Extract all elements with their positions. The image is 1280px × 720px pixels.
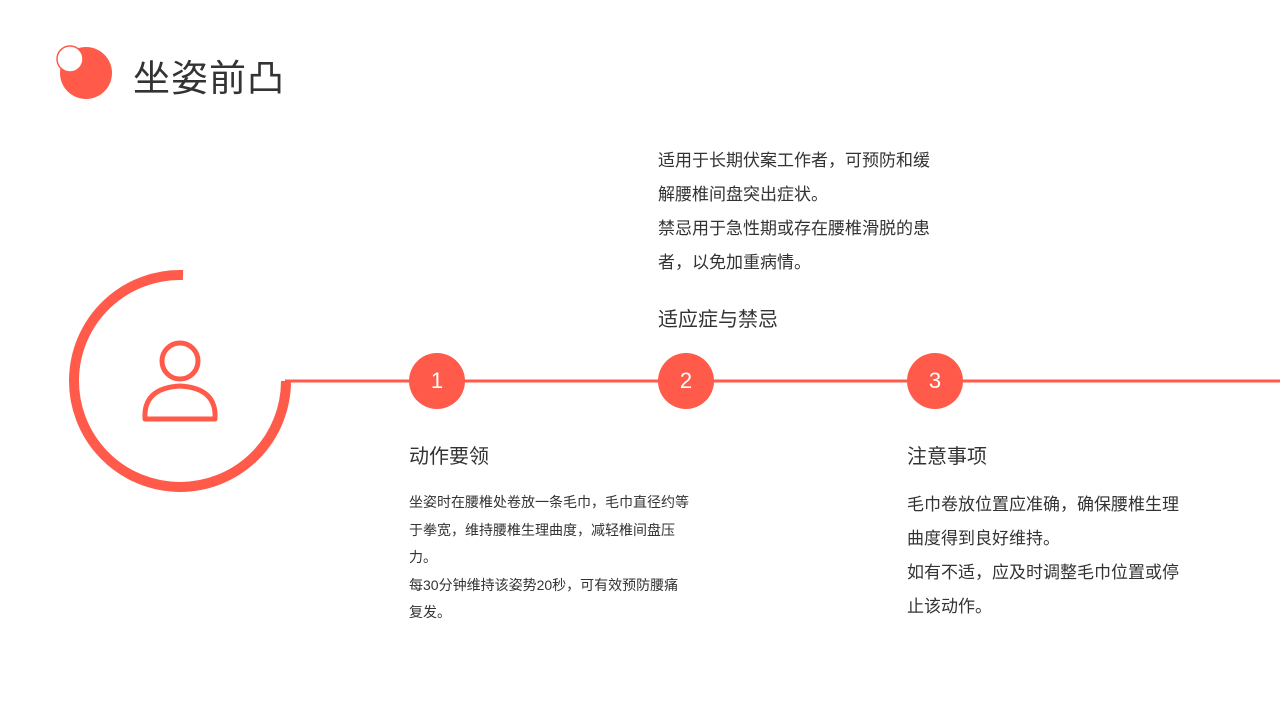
paragraph: 坐姿时在腰椎处卷放一条毛巾，毛巾直径约等于拳宽，维持腰椎生理曲度，减轻椎间盘压力…	[409, 494, 689, 565]
page-title: 坐姿前凸	[133, 58, 285, 99]
title-logo-icon	[56, 45, 112, 99]
step-2-title: 适应症与禁忌	[658, 309, 778, 331]
paragraph: 如有不适，应及时调整毛巾位置或停止该动作。	[907, 563, 1179, 616]
paragraph: 毛巾卷放位置应准确，确保腰椎生理曲度得到良好维持。	[907, 495, 1179, 548]
step-1-badge: 1	[409, 353, 465, 409]
step-1-title: 动作要领	[409, 446, 489, 468]
person-icon	[142, 340, 218, 422]
paragraph: 禁忌用于急性期或存在腰椎滑脱的患者，以免加重病情。	[658, 219, 930, 272]
paragraph: 每30分钟维持该姿势20秒，可有效预防腰痛复发。	[409, 576, 679, 621]
step-2-description: 适用于长期伏案工作者，可预防和缓解腰椎间盘突出症状。 禁忌用于急性期或存在腰椎滑…	[658, 144, 942, 280]
profile-ring-arc	[69, 269, 291, 492]
step-2-badge: 2	[658, 353, 714, 409]
step-3-description: 毛巾卷放位置应准确，确保腰椎生理曲度得到良好维持。 如有不适，应及时调整毛巾位置…	[907, 488, 1191, 624]
step-1-description: 坐姿时在腰椎处卷放一条毛巾，毛巾直径约等于拳宽，维持腰椎生理曲度，减轻椎间盘压力…	[409, 489, 691, 627]
paragraph: 适用于长期伏案工作者，可预防和缓解腰椎间盘突出症状。	[658, 151, 930, 204]
step-3-badge: 3	[907, 353, 963, 409]
step-3-title: 注意事项	[907, 446, 987, 468]
